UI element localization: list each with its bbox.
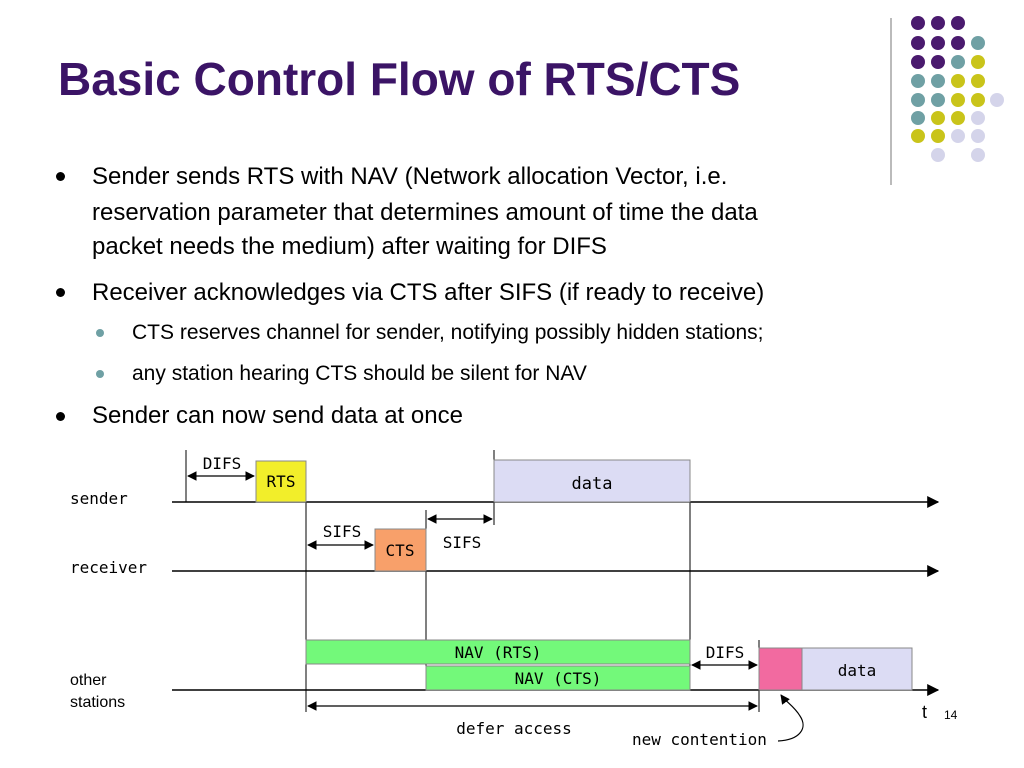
- deco-dot: [990, 93, 1004, 107]
- deco-dot: [931, 55, 945, 69]
- bullet-dot: [56, 412, 65, 421]
- page-number: 14: [944, 708, 958, 722]
- cts-box: [374, 528, 427, 572]
- deco-dot: [931, 16, 945, 30]
- deco-dot: [931, 74, 945, 88]
- deco-dot: [911, 55, 925, 69]
- new-contention-label: new contention: [632, 730, 767, 749]
- row-label-stations: stations: [70, 694, 125, 711]
- sifs-sender-label: SIFS: [443, 533, 482, 552]
- deco-dot: [951, 129, 965, 143]
- rts-label: RTS: [267, 472, 296, 491]
- deco-dot: [911, 129, 925, 143]
- rts-box: [255, 460, 307, 503]
- deco-dot: [911, 36, 925, 50]
- deco-dot: [951, 16, 965, 30]
- deco-dot: [911, 16, 925, 30]
- slide-title: Basic Control Flow of RTS/CTS: [58, 53, 741, 105]
- deco-dot: [971, 111, 985, 125]
- deco-dot: [951, 74, 965, 88]
- nav-cts-label: NAV (CTS): [515, 669, 602, 688]
- sub-bullet-dot: [96, 329, 104, 337]
- row-label-sender: sender: [70, 489, 128, 508]
- sifs-receiver-label: SIFS: [323, 522, 362, 541]
- nav-rts-bar: [305, 639, 691, 665]
- row-label-receiver: receiver: [70, 558, 147, 577]
- deco-dot: [971, 74, 985, 88]
- cts-label: CTS: [386, 541, 415, 560]
- deco-dot: [951, 55, 965, 69]
- deco-dot: [951, 36, 965, 50]
- bullet-dot: [56, 288, 65, 297]
- time-axis-label: t: [922, 702, 927, 722]
- sub-bullet-line: any station hearing CTS should be silent…: [132, 362, 587, 385]
- bullet-line: Sender sends RTS with NAV (Network alloc…: [92, 163, 728, 190]
- deco-dot: [971, 148, 985, 162]
- defer-access-label: defer access: [456, 719, 572, 738]
- deco-dot: [931, 129, 945, 143]
- new-contention-pointer: [777, 694, 804, 742]
- row-label-other: other: [70, 672, 107, 689]
- deco-dot: [931, 111, 945, 125]
- difs-other-label: DIFS: [706, 643, 745, 662]
- deco-dot: [931, 148, 945, 162]
- nav-cts-bar: [425, 665, 691, 691]
- deco-dot: [971, 36, 985, 50]
- nav-rts-label: NAV (RTS): [455, 643, 542, 662]
- deco-dot: [951, 111, 965, 125]
- sender-data-box: [493, 459, 691, 503]
- deco-dot: [971, 55, 985, 69]
- deco-dot: [931, 36, 945, 50]
- bullet-dot: [56, 172, 65, 181]
- decorative-dot-grid: [890, 16, 1004, 185]
- bullet-line: Receiver acknowledges via CTS after SIFS…: [92, 279, 765, 306]
- deco-dot: [971, 129, 985, 143]
- sub-bullet-line: CTS reserves channel for sender, notifyi…: [132, 321, 764, 344]
- bullet-line: packet needs the medium) after waiting f…: [92, 233, 607, 260]
- difs-sender-label: DIFS: [203, 454, 242, 473]
- sub-bullet-dot: [96, 370, 104, 378]
- deco-dot: [911, 93, 925, 107]
- deco-dot: [911, 111, 925, 125]
- deco-dot: [911, 74, 925, 88]
- bullet-line: reservation parameter that determines am…: [92, 199, 758, 226]
- deco-dot: [931, 93, 945, 107]
- other-data-box: [801, 647, 913, 691]
- contention-box: [758, 647, 803, 691]
- deco-dot: [951, 93, 965, 107]
- sender-data-label: data: [572, 474, 613, 494]
- other-data-label: data: [838, 661, 877, 680]
- deco-dot: [971, 93, 985, 107]
- bullet-line: Sender can now send data at once: [92, 402, 463, 429]
